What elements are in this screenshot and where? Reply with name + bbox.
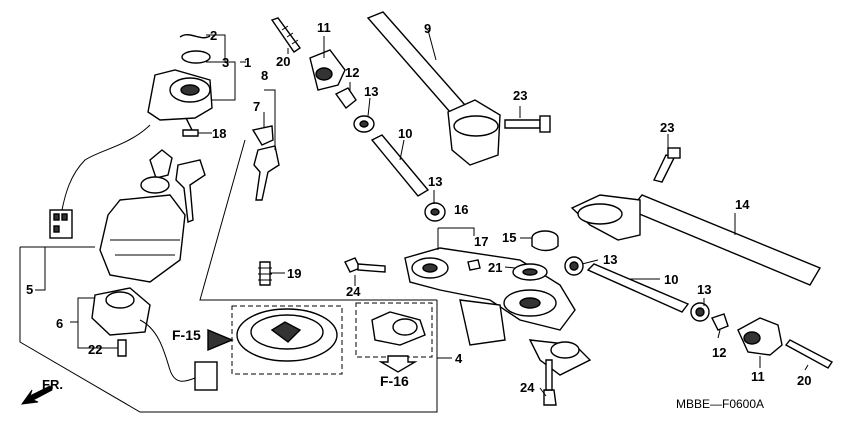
part-12-upper	[334, 87, 357, 110]
callout-7: 7	[253, 99, 260, 114]
triple-clamp-group	[344, 227, 592, 406]
switch-connector-part	[194, 361, 218, 391]
callout-5: 5	[26, 282, 33, 297]
callout-12a: 12	[345, 65, 359, 80]
bolt-20b-part	[784, 339, 834, 369]
bolt-23a-part	[504, 119, 541, 129]
callout-22: 22	[88, 342, 102, 357]
callout-2: 2	[210, 28, 217, 43]
screw-18-part	[182, 117, 199, 137]
right-handlebar-group	[564, 147, 834, 369]
callout-13c: 13	[603, 252, 617, 267]
callout-12b: 12	[712, 345, 726, 360]
callout-11a: 11	[317, 20, 331, 35]
key-8-part	[253, 145, 280, 201]
diagram-code: MBBE—F0600A	[676, 397, 764, 411]
callout-11b: 11	[751, 369, 765, 384]
callout-16: 16	[454, 202, 468, 217]
callout-15: 15	[502, 230, 516, 245]
callout-13b: 13	[428, 174, 442, 189]
ignition-body-part	[99, 194, 186, 283]
clip-part	[179, 34, 211, 39]
callout-3: 3	[222, 55, 229, 70]
shaft-10b-part	[586, 263, 690, 313]
ignition-switch-group	[19, 34, 438, 413]
key-tag-7-part	[251, 125, 274, 146]
callout-18: 18	[212, 126, 226, 141]
connector-part	[49, 209, 73, 239]
ref-f15: F-15	[172, 327, 201, 343]
handlebar-14-part	[628, 194, 822, 286]
callout-6: 6	[56, 316, 63, 331]
callout-24a: 24	[346, 284, 361, 299]
callout-labels: 2 3 1 8 7 18 19 5 6 22 4 20 11 12 13 10 …	[26, 20, 811, 411]
ref-f16: F-16	[380, 373, 409, 389]
washer-17-part	[467, 259, 481, 271]
key-2-part	[175, 159, 206, 223]
bolt-22-part	[117, 339, 127, 357]
callout-10a: 10	[398, 126, 412, 141]
bolt-24b-part	[543, 389, 557, 406]
callout-24b: 24	[520, 380, 535, 395]
callout-20a: 20	[276, 54, 290, 69]
shaft-10-part	[370, 134, 430, 197]
callout-21: 21	[488, 260, 502, 275]
callout-13a: 13	[364, 84, 378, 99]
front-label: FR.	[42, 377, 63, 392]
callout-20b: 20	[797, 373, 811, 388]
leader-lines-right	[287, 29, 809, 397]
callout-4: 4	[455, 351, 463, 366]
handlebar-9-part	[366, 11, 467, 113]
callout-13d: 13	[697, 282, 711, 297]
callout-10b: 10	[664, 272, 678, 287]
callout-17: 17	[474, 234, 488, 249]
upper-middle-group	[270, 11, 551, 222]
callout-14: 14	[735, 197, 750, 212]
callout-9: 9	[424, 21, 431, 36]
bolt-20-part	[270, 17, 301, 53]
leader-lines-left	[35, 34, 452, 359]
key-1-part	[149, 149, 173, 179]
callout-23b: 23	[660, 120, 674, 135]
front-direction-arrow	[20, 385, 53, 405]
callout-1: 1	[244, 55, 251, 70]
callout-19: 19	[287, 266, 301, 281]
ring-part	[181, 50, 211, 64]
callout-8: 8	[261, 68, 268, 83]
bolt-23b-part	[652, 154, 675, 183]
callout-23a: 23	[513, 88, 527, 103]
part-12-lower	[711, 313, 729, 331]
